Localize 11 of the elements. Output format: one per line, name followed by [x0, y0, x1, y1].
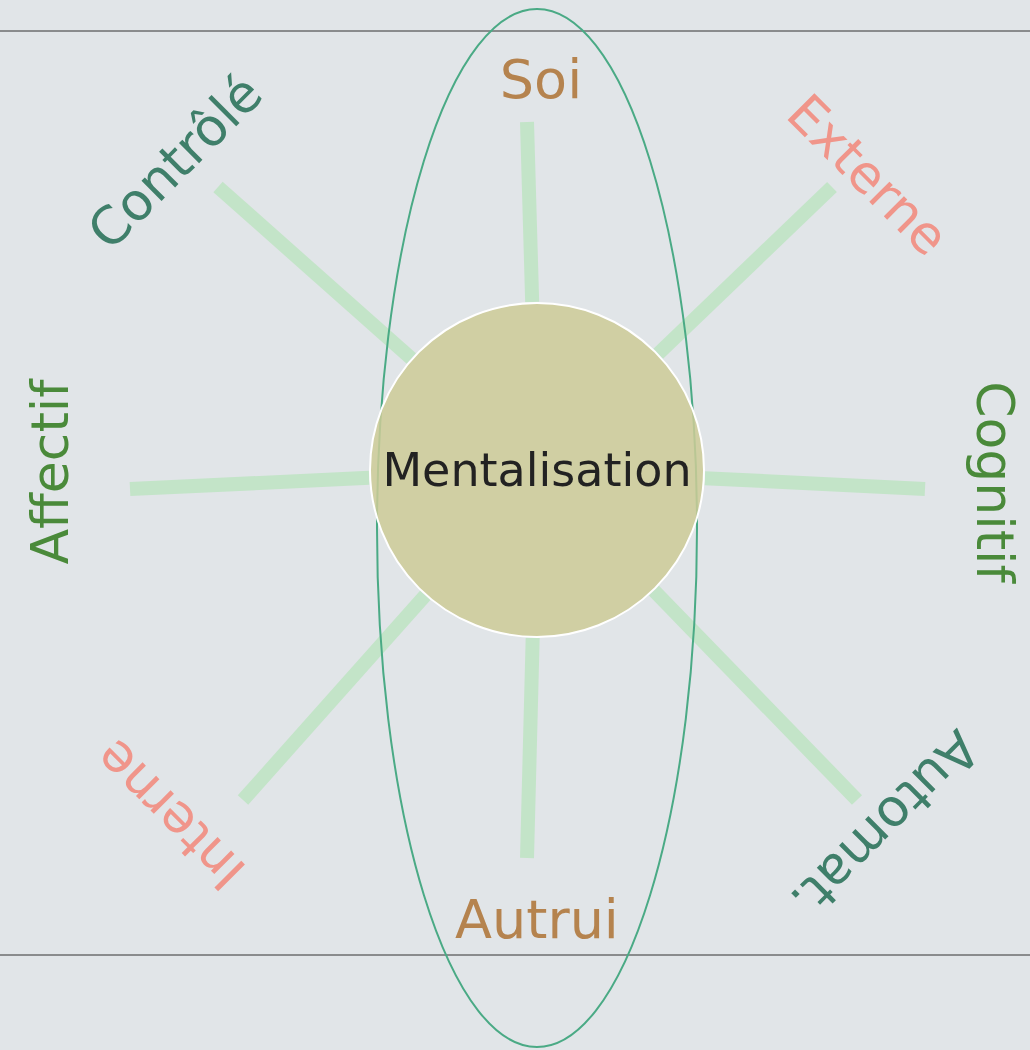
spoke-line [237, 590, 431, 805]
pole-label: Soi [499, 53, 583, 107]
spoke-line [648, 585, 862, 805]
spoke-line [653, 181, 837, 359]
spoke-line [520, 121, 540, 303]
spoke-line [213, 181, 416, 364]
spoke-line [704, 471, 926, 496]
spoke-line [129, 470, 370, 496]
spoke-line [520, 637, 540, 859]
pole-label: Affectif [24, 379, 76, 565]
pole-label: Autrui [455, 893, 619, 947]
